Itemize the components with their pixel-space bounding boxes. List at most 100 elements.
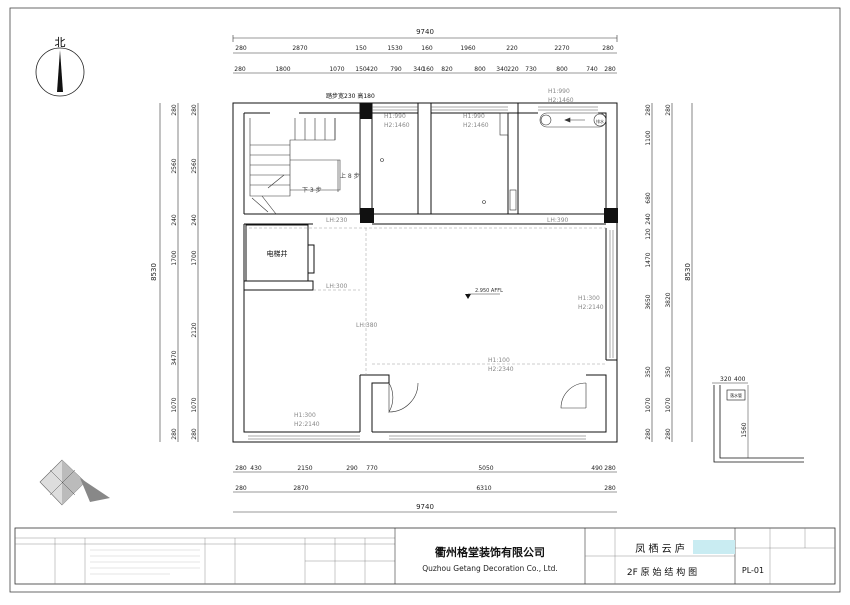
win3-h2: H2:1460: [548, 97, 574, 104]
down-steps-label: 下 3 步: [302, 186, 322, 194]
top-dim-3: 150: [355, 45, 367, 52]
left-dimensions: 8530 280 2560 240 1700 3470 1070 280 280…: [150, 103, 199, 442]
bottom2-dim-1: 280: [235, 485, 247, 492]
left-dim-7: 280: [171, 428, 178, 440]
detail-dim3: 1560: [741, 422, 748, 437]
detail-dim1: 320: [720, 376, 732, 383]
right-dim-2: 1100: [645, 130, 652, 145]
left-total-dim: 8530: [150, 263, 158, 281]
bottom-dimensions: 280 430 2150 290 770 5050 490 280 280 28…: [233, 465, 617, 513]
right-dim-6: 1470: [645, 252, 652, 267]
left2-dim-6: 1070: [191, 397, 198, 412]
beam-lines: [244, 227, 606, 375]
bottom-dim-4: 290: [346, 465, 358, 472]
top-dim-9: 280: [602, 45, 614, 52]
top2-dim-1: 280: [234, 66, 246, 73]
level-marker: 2.950 AFFL: [465, 288, 503, 299]
level-text: 2.950 AFFL: [475, 288, 503, 294]
win-right-h1: H1:300: [578, 295, 600, 302]
win-left-h1: H1:300: [294, 412, 316, 419]
drawing-title: 2F 原 始 结 构 图: [627, 566, 697, 578]
company-name-en: Quzhou Getang Decoration Co., Ltd.: [422, 564, 558, 573]
annotations: 踏步宽230 高180 上 8 步 下 3 步 电梯井 H1:990 H2:14…: [267, 88, 605, 428]
fixtures: [380, 112, 607, 211]
top-dim-8: 2270: [554, 45, 569, 52]
top2-dim-14: 800: [556, 66, 568, 73]
right-dim-10: 280: [645, 428, 652, 440]
lh380-label: LH:380: [356, 322, 378, 329]
top2-dim-11: 340: [496, 66, 508, 73]
bottom-total-dim: 9740: [416, 503, 434, 511]
downpipe-detail: 320 400 落水管 1560: [712, 376, 804, 463]
top2-dim-2: 1800: [275, 66, 290, 73]
top-dim-4: 1530: [387, 45, 402, 52]
up-steps-label: 上 8 步: [340, 172, 360, 180]
windows: [248, 106, 614, 440]
top2-dim-6: 790: [390, 66, 402, 73]
top-dim-6: 1960: [460, 45, 475, 52]
right-dim-8: 350: [645, 366, 652, 378]
win2-h2: H2:1460: [463, 122, 489, 129]
drawing-number: PL-01: [742, 566, 764, 575]
left2-dim-7: 280: [191, 428, 198, 440]
bottom-dim-5: 770: [366, 465, 378, 472]
top2-dim-10: 800: [474, 66, 486, 73]
right2-dim-6: 280: [665, 428, 672, 440]
sheet-border: [9, 7, 841, 593]
right2-dim-1: 280: [665, 104, 672, 116]
left2-dim-5: 2120: [191, 322, 198, 337]
bottom-dim-1: 280: [235, 465, 247, 472]
detail-label: 落水管: [730, 392, 742, 398]
top2-dim-12: 220: [507, 66, 519, 73]
left-dim-5: 3470: [171, 350, 178, 365]
bottom-dim-6: 5050: [478, 465, 493, 472]
win-bottom-h1: H1:100: [488, 357, 510, 364]
right-dim-5: 120: [645, 228, 652, 240]
top-dim-7: 220: [506, 45, 518, 52]
win2-h1: H1:990: [463, 113, 485, 120]
right2-dim-2: 3820: [665, 292, 672, 307]
right-dim-7: 3650: [645, 294, 652, 309]
walls: [232, 102, 618, 443]
lh390-label: LH:390: [547, 217, 569, 224]
title-block: 衢州格堂装饰有限公司 Quzhou Getang Decoration Co.,…: [14, 527, 836, 585]
staircase: [249, 118, 341, 215]
stair-step-label: 踏步宽230 高180: [326, 92, 375, 100]
left-dim-1: 280: [171, 104, 178, 116]
win1-h1: H1:990: [384, 113, 406, 120]
left2-dim-1: 280: [191, 104, 198, 116]
left2-dim-4: 1700: [191, 250, 198, 265]
bottom-dim-3: 2150: [297, 465, 312, 472]
right-dim-9: 1070: [645, 397, 652, 412]
right-dimensions: 280 1100 680 240 120 1470 3650 350 1070 …: [645, 103, 693, 442]
top2-dim-15: 740: [586, 66, 598, 73]
top2-dim-7: 340: [413, 66, 425, 73]
left2-dim-3: 240: [191, 214, 198, 226]
top2-dim-9: 820: [441, 66, 453, 73]
right2-dim-5: 1070: [665, 397, 672, 412]
drain-label: 排水: [596, 118, 604, 124]
detail-dim2: 400: [734, 376, 746, 383]
win1-h2: H2:1460: [384, 122, 410, 129]
left-dim-2: 2560: [171, 158, 178, 173]
top-dim-1: 280: [235, 45, 247, 52]
bottom2-dim-4: 280: [604, 485, 616, 492]
bottom-dim-7: 490: [591, 465, 603, 472]
win3-h1: H1:990: [548, 88, 570, 95]
columns: [360, 103, 618, 223]
top2-dim-5: 420: [366, 66, 378, 73]
project-name: 凤 栖 云 庐: [635, 542, 685, 555]
win-bottom-h2: H2:2340: [488, 366, 514, 373]
company-logo-mark: [39, 459, 110, 506]
right-dim-1: 280: [645, 104, 652, 116]
bottom-dim-2: 430: [250, 465, 262, 472]
company-name-cn: 衢州格堂装饰有限公司: [435, 545, 545, 559]
lh300-label: LH:300: [326, 283, 348, 290]
north-compass: 北: [35, 36, 85, 97]
top2-dim-3: 1070: [329, 66, 344, 73]
top-total-dim: 9740: [416, 28, 434, 36]
top2-dim-8: 160: [422, 66, 434, 73]
right2-dim-4: 350: [665, 366, 672, 378]
right-dim-4: 240: [645, 213, 652, 225]
